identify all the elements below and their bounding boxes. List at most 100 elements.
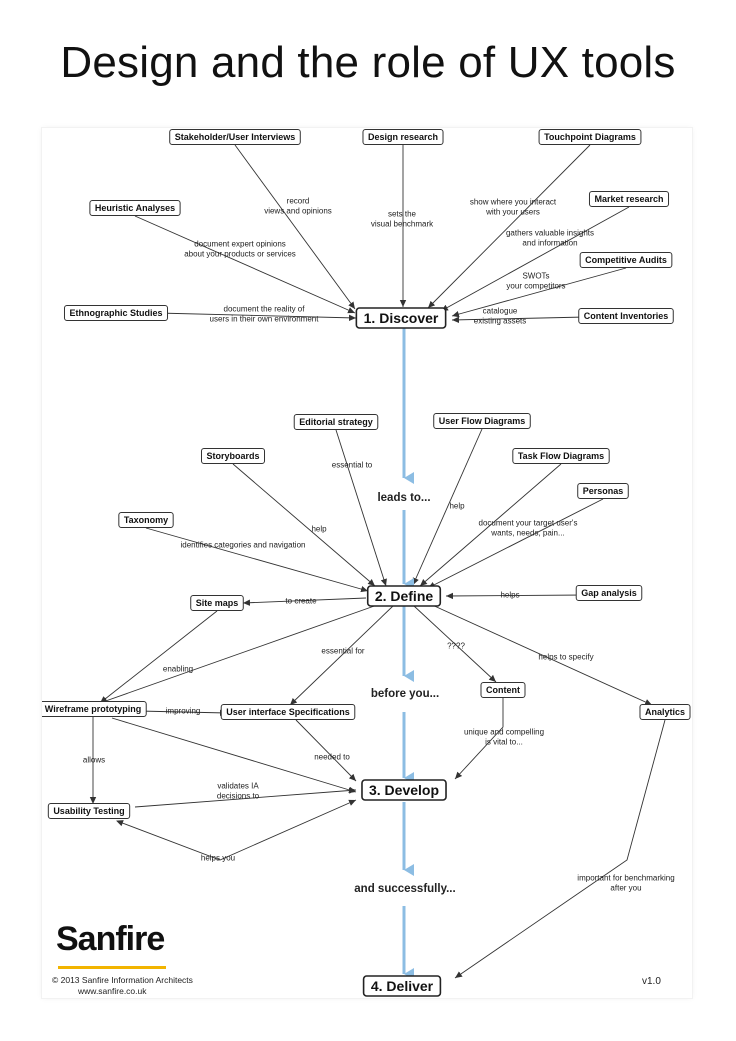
edge-label-neededto: needed to [314,753,350,762]
node-sitemaps: Site maps [190,595,244,611]
connector-line-16 [99,603,381,704]
node-competitive-box [579,252,673,268]
edge-label-unique-0: unique and compelling [464,728,544,737]
flow-label-leads: leads to... [377,492,430,504]
node-touchpoint-box [538,129,642,145]
node-taxonomy-label: Taxonomy [124,515,168,525]
connector-line-6 [156,312,357,322]
node-taxonomy: Taxonomy [118,512,174,528]
connector-line-5 [451,267,627,318]
nodes: Stakeholder/User Interviews Design resear… [42,129,691,997]
copyright-text: © 2013 Sanfire Information Architects [52,975,193,985]
edge-label-help_story: help [311,525,327,534]
edge-label-identifies: identifies categories and navigation [181,541,306,550]
page-title: Design and the role of UX tools [60,38,676,87]
node-heuristic: Heuristic Analyses [89,200,181,216]
node-stakeholder: Stakeholder/User Interviews [169,129,301,145]
node-market-label: Market research [594,194,663,204]
logo-wordmark: Sanfire [56,920,165,958]
node-analytics-box [639,704,691,720]
stage-define-box [366,585,442,607]
edge-label-swots-1: your competitors [506,282,565,291]
node-ethnographic-box [63,305,169,321]
edge-label-helps: helps [500,591,519,600]
connector-line-14 [445,592,587,600]
node-uispec-label: User interface Specifications [226,707,350,717]
edge-label-docreality-0: document the reality of [224,305,306,314]
edge-label-gathers-1: and information [522,239,577,248]
node-userflow-label: User Flow Diagrams [439,416,526,426]
node-editorial-label: Editorial strategy [299,417,373,427]
edge-label-catalogue-1: existing assets [474,317,526,326]
node-ethnographic-label: Ethnographic Studies [69,308,162,318]
edge-label-helpsyou: helps you [201,854,235,863]
node-content_inv: Content Inventories [578,308,674,324]
node-taxonomy-box [118,512,174,528]
stage-discover: 1. Discover [355,307,447,329]
node-competitive: Competitive Audits [579,252,673,268]
edge-label-docexpert-1: about your products or services [184,250,296,259]
edge-label-catalogue-0: catalogue [483,307,518,316]
node-wireframe-box [42,701,147,717]
stage-define-label: 2. Define [375,588,434,604]
edge-label-validates-0: validates IA [217,782,259,791]
node-uispec: User interface Specifications [220,704,356,720]
stage-deliver-box [362,975,442,997]
concept-map-panel: Stakeholder/User Interviews Design resear… [42,128,692,998]
edge-label-tocreate: to create [285,597,317,606]
node-editorial-box [293,414,379,430]
node-competitive-label: Competitive Audits [585,255,667,265]
node-ethnographic: Ethnographic Studies [63,305,169,321]
edge-label-qqqq: ???? [447,642,465,651]
node-heuristic-label: Heuristic Analyses [95,203,175,213]
version-label: v1.0 [642,976,661,987]
edge-label-essential_for: essential for [321,647,364,656]
connector-line-2 [427,144,591,309]
node-usability-box [47,803,131,819]
stage-develop-label: 3. Develop [369,782,439,798]
edge-label-benchmark-0: important for benchmarking [577,874,674,883]
website-link[interactable]: www.sanfire.co.uk [78,986,147,996]
node-storyboards: Storyboards [200,448,266,464]
edge-label-swots-0: SWOTs [522,272,549,281]
connector-line-24 [295,719,357,782]
node-taskflow: Task Flow Diagrams [512,448,610,464]
node-content_inv-label: Content Inventories [584,311,669,321]
node-sitemaps-label: Site maps [196,598,239,608]
node-designresearch: Design research [362,129,444,145]
edge-label-allows: allows [83,756,105,765]
connector-line-20 [99,610,218,704]
node-wireframe-label: Wireframe prototyping [45,704,141,714]
edge-label-enabling: enabling [163,665,193,674]
edge-label-record-1: views and opinions [264,207,332,216]
node-usability-label: Usability Testing [53,806,124,816]
concept-map: Stakeholder/User Interviews Design resear… [42,129,691,997]
connector-line-3 [440,206,630,312]
connector-line-12 [427,498,604,589]
flow-label-success: and successfully... [354,883,455,895]
connector-line-7 [451,316,587,324]
edge-label-essential_to: essential to [332,461,373,470]
node-personas: Personas [577,483,629,499]
connector-line-8 [335,429,387,587]
connector-line-10 [232,463,376,587]
edge-label-improving: improving [166,707,201,716]
node-gap-box [575,585,643,601]
node-touchpoint: Touchpoint Diagrams [538,129,642,145]
node-personas-label: Personas [583,486,624,496]
node-content_inv-box [578,308,674,324]
connector-line-19 [429,603,653,706]
node-content: Content [480,682,526,698]
node-gap: Gap analysis [575,585,643,601]
node-userflow-box [433,413,531,429]
stage-deliver-label: 4. Deliver [371,978,434,994]
edge-label-validates-1: decisions to [217,792,260,801]
edge-label-sets-0: sets the [388,210,417,219]
edge-lines [89,144,666,979]
connector-line-13 [145,527,369,593]
connector-line-17 [289,605,394,706]
node-usability: Usability Testing [47,803,131,819]
node-touchpoint-label: Touchpoint Diagrams [544,132,636,142]
connector-line-21 [137,709,228,717]
